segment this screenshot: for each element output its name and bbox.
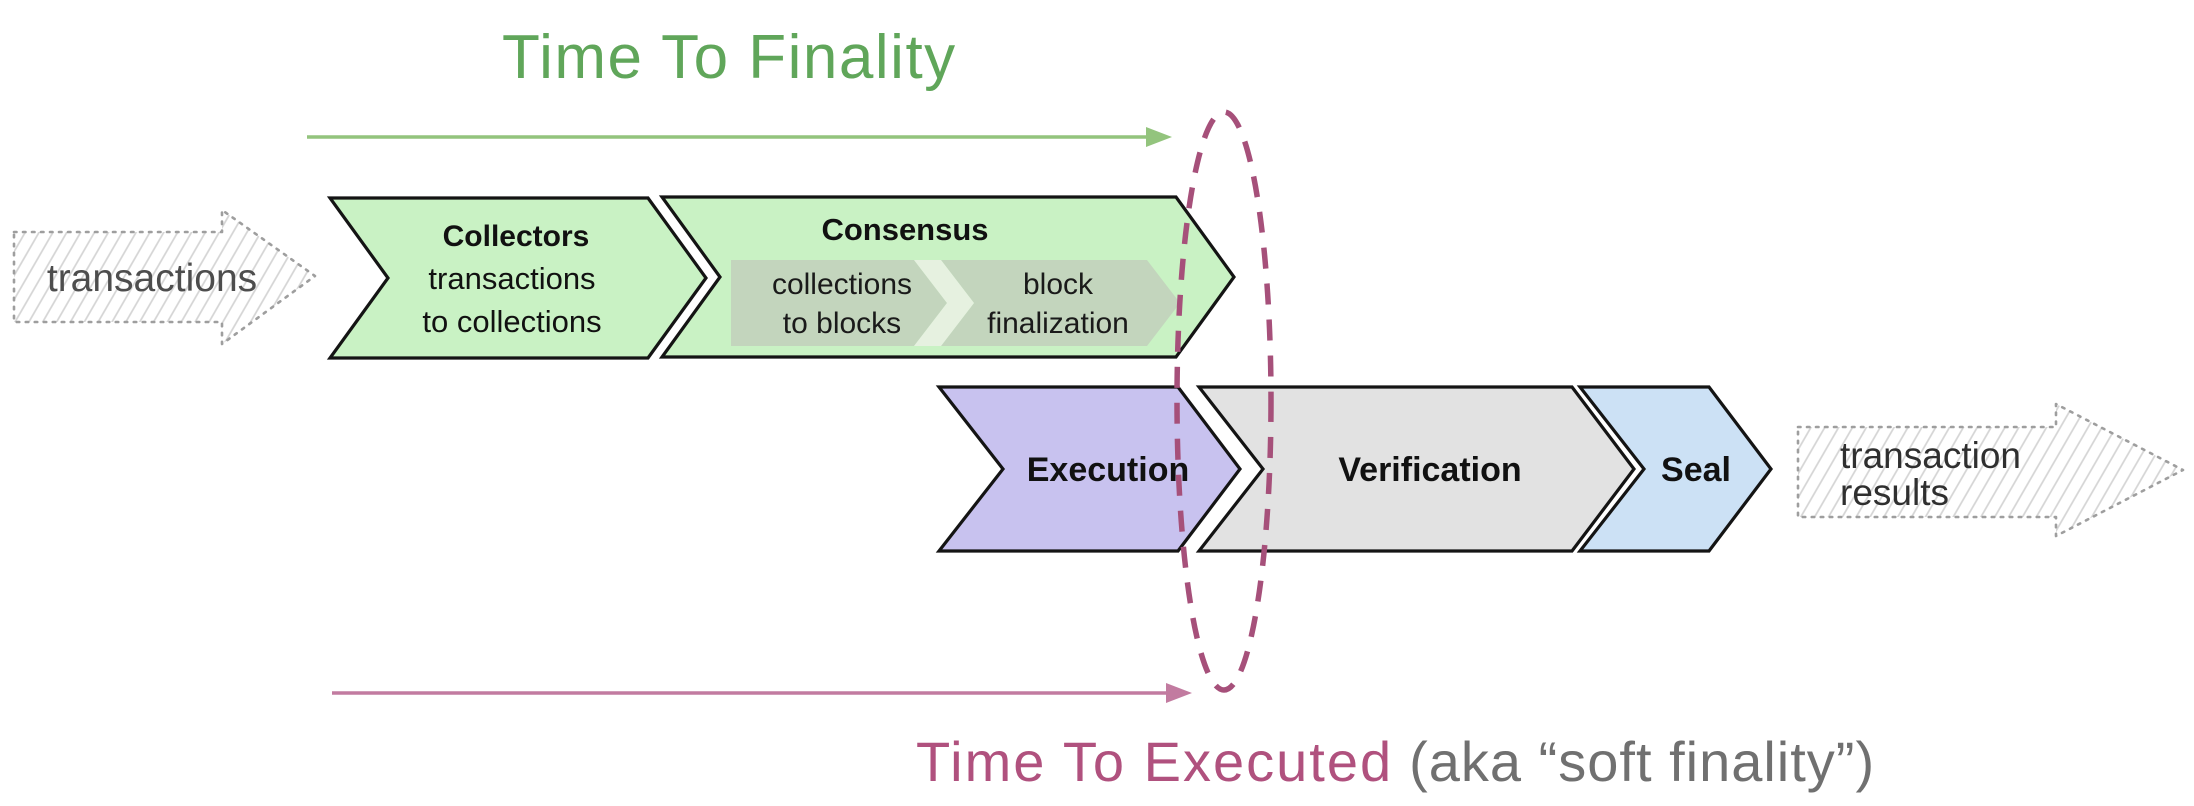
input-arrow-shape — [12, 208, 317, 346]
executed-boundary-ellipse — [1174, 109, 1274, 693]
collectors-chevron — [326, 196, 708, 360]
verification-title: Verification — [1338, 451, 1521, 489]
collectors-title: Collectors — [443, 220, 590, 253]
stage-execution: Execution — [935, 385, 1243, 553]
executed-arrowhead — [1166, 683, 1192, 703]
output-arrow-label-line2: results — [1840, 472, 1949, 513]
consensus-substep1-line1: collections — [772, 268, 912, 301]
time-to-finality-title: Time To Finality — [502, 23, 957, 92]
stage-collectors: Collectors transactions to collections — [326, 196, 708, 360]
consensus-substep2-line2: finalization — [987, 307, 1129, 340]
consensus-title: Consensus — [821, 212, 988, 247]
execution-title: Execution — [1027, 451, 1189, 489]
input-transactions-arrow: transactions — [12, 208, 317, 346]
seal-chevron — [1576, 385, 1774, 553]
finality-arrowhead — [1146, 127, 1172, 147]
consensus-substep1-line2: to blocks — [783, 307, 901, 340]
stage-consensus: Consensus collections to blocks block fi… — [658, 195, 1236, 359]
input-arrow-label: transactions — [47, 257, 257, 300]
consensus-substep2-chevron — [941, 260, 1180, 346]
stage-seal: Seal — [1576, 385, 1774, 553]
verification-chevron — [1195, 385, 1637, 553]
output-arrow-shape — [1796, 402, 2185, 538]
time-to-executed-caption: Time To Executed(aka “soft finality”) — [916, 729, 1875, 794]
soft-finality-note: (aka “soft finality”) — [1409, 730, 1876, 793]
consensus-substep-separator — [914, 260, 974, 346]
output-transaction-results-arrow: transaction results — [1796, 402, 2185, 538]
time-to-executed-label: Time To Executed — [916, 730, 1394, 793]
stage-verification: Verification — [1195, 385, 1637, 553]
output-arrow-label-line1: transaction — [1840, 435, 2021, 476]
executed-timeline-arrow — [332, 683, 1192, 703]
seal-title: Seal — [1661, 451, 1731, 489]
consensus-substep1-chevron — [731, 260, 947, 346]
collectors-desc-line2: to collections — [422, 304, 601, 339]
consensus-substep2-line1: block — [1023, 268, 1094, 301]
finality-timeline-arrow — [307, 127, 1172, 147]
collectors-desc-line1: transactions — [428, 261, 595, 296]
